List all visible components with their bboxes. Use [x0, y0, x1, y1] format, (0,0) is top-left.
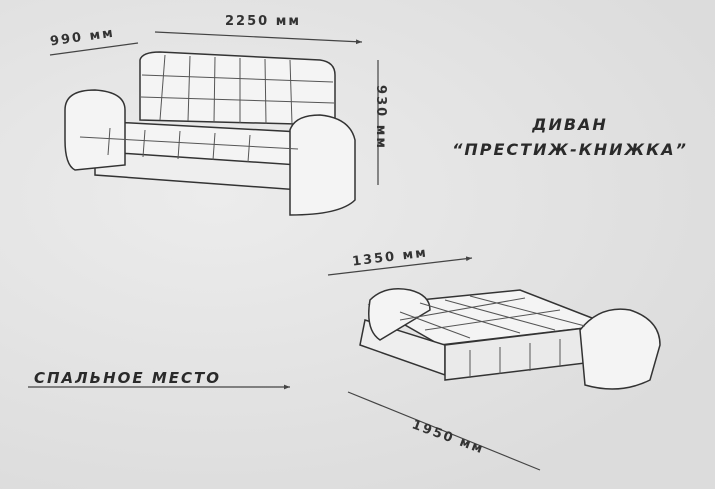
height-label: 930 мм: [372, 85, 388, 150]
bed-depth-dimension-line: [327, 256, 473, 276]
bed-length-dimension-line: [347, 391, 541, 471]
sleeping-place-label: СПАЛЬНОЕ МЕСТО: [34, 369, 222, 387]
product-title-line2: “ПРЕСТИЖ-КНИЖКА”: [452, 140, 688, 159]
sofa-bed: [359, 288, 661, 390]
width-dimension-line: [154, 31, 363, 45]
product-title: ДИВАН “ПРЕСТИЖ-КНИЖКА”: [420, 115, 715, 159]
product-title-line1: ДИВАН: [532, 115, 608, 134]
sofa-upright: [64, 51, 356, 216]
depth-dimension-line: [49, 42, 139, 56]
width-label: 2250 мм: [225, 14, 301, 29]
